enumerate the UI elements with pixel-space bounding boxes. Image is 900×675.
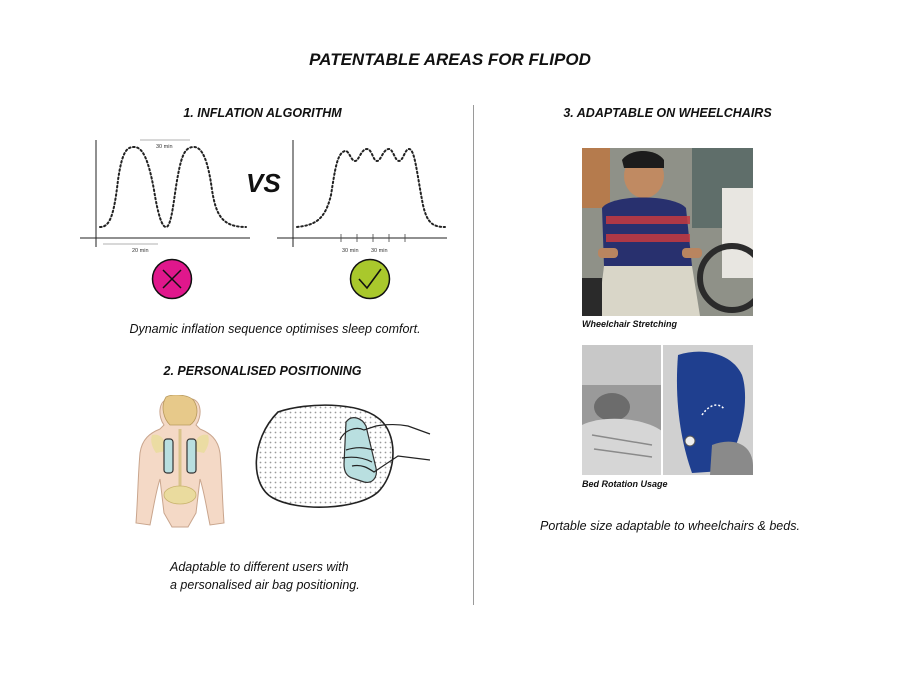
graph-left-annotation-top: 30 min [156, 144, 173, 150]
hair [162, 395, 198, 426]
graph-left-curve [99, 145, 247, 229]
graph-right-tick-label-2: 30 min [371, 248, 388, 254]
cross-icon [151, 258, 193, 300]
section3-heading: 3. ADAPTABLE ON WHEELCHAIRS [563, 106, 772, 120]
hand-outline [339, 423, 431, 473]
wheelchair-photo [582, 148, 753, 316]
section2-heading: 2. PERSONALISED POSITIONING [163, 364, 362, 378]
graph-dynamic-inflation: 30 min 30 min [277, 140, 447, 254]
section2-caption-line1: Adaptable to different users with [170, 560, 349, 574]
photo2-caption: Bed Rotation Usage [582, 479, 668, 489]
wheelchair-photo-art [582, 148, 753, 316]
graph-standard-inflation: 30 min 20 min [80, 139, 250, 254]
section1-caption: Dynamic inflation sequence optimises sle… [129, 322, 421, 336]
pelvis [163, 485, 197, 505]
bed-rotation-photo [582, 345, 753, 475]
graph-right-tick-label-1: 30 min [342, 248, 359, 254]
section3-caption: Portable size adaptable to wheelchairs &… [540, 519, 800, 533]
page-title: PATENTABLE AREAS FOR FLIPOD [309, 50, 591, 69]
photo1-caption: Wheelchair Stretching [582, 319, 678, 329]
check-icon-circle [349, 258, 391, 300]
airbag-left [163, 438, 174, 474]
section1-heading: 1. INFLATION ALGORITHM [183, 106, 342, 120]
section2-caption-line2: a personalised air bag positioning. [170, 578, 360, 592]
graph-left-annotation-bottom: 20 min [132, 248, 149, 254]
vs-label: VS [246, 168, 281, 198]
graph-right-curve [296, 147, 446, 228]
cushion-hand-illustration [255, 404, 431, 508]
airbag-right [186, 438, 197, 474]
back-anatomy-illustration [135, 395, 225, 528]
column-divider [473, 105, 474, 605]
bed-rotation-photo-art [582, 345, 753, 475]
check-icon [349, 258, 391, 300]
